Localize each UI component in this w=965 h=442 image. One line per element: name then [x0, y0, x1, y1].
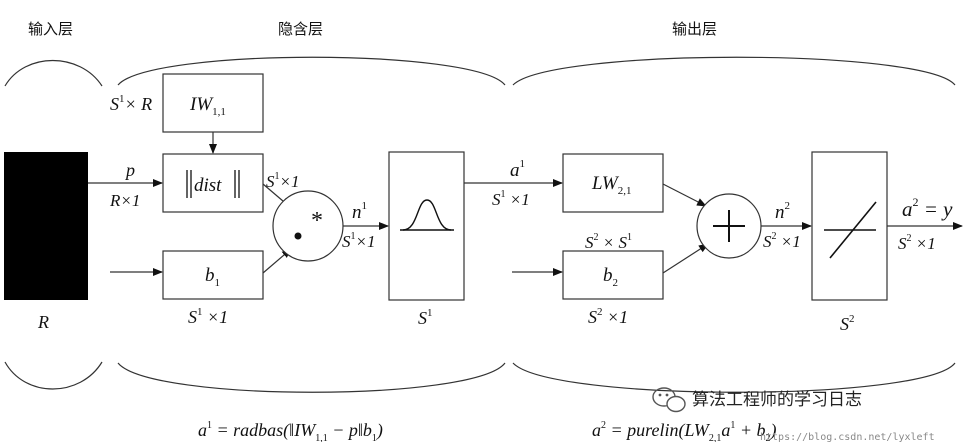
watermark-text: 算法工程师的学习日志 [692, 390, 862, 410]
hidden-formula: a1 = radbas(‖IW1,1 − p‖b1) [198, 420, 383, 442]
b1-label: b1 [205, 265, 220, 289]
output-label: a2 = y [902, 195, 953, 221]
a1-dim-label: S1 ×1 [492, 189, 530, 209]
mult-dot [294, 232, 302, 240]
wechat-icon [652, 387, 686, 413]
n1-label: n1 [352, 200, 367, 223]
input-vector-block [4, 152, 88, 300]
n2-label: n2 [775, 200, 790, 223]
radbas-transfer-box [388, 151, 465, 301]
lw-weight-box [562, 153, 664, 213]
n1-dim-label: S1×1 [342, 231, 375, 251]
output-dim-label: S2 ×1 [898, 233, 936, 253]
elementwise-multiply-node [272, 190, 344, 262]
iw-weight-box [162, 73, 264, 133]
input-brace-top [4, 59, 103, 87]
layer-braces-top [4, 56, 956, 87]
input-label: R [37, 312, 49, 332]
purelin-dim-label: S2 [840, 313, 855, 334]
mult-star: * [311, 208, 323, 234]
lw-label: LW2,1 [591, 173, 631, 197]
b1-dim-label: S1 ×1 [188, 306, 228, 327]
purelin-line-icon [829, 201, 877, 259]
output-brace-bottom [512, 362, 956, 393]
purelin-transfer-box [811, 151, 888, 301]
b1-bias-box [162, 250, 264, 300]
hidden-brace-top [117, 56, 506, 86]
lw-to-sum-arrow [662, 183, 707, 207]
p-label: p [124, 160, 135, 180]
radbas-dim-label: S1 [418, 307, 433, 328]
lw-dim-label: S2 × S1 [585, 232, 632, 252]
dist-out-dim-label: S1×1 [266, 171, 299, 191]
iw-label: IW1,1 [189, 94, 226, 118]
p-dim-label: R×1 [109, 191, 140, 210]
dist-label: dist [194, 175, 222, 196]
layer-braces-bottom [4, 361, 956, 393]
b2-to-sum-arrow [662, 243, 709, 274]
hidden-layer-title: 隐含层 [278, 20, 323, 38]
n2-dim-label: S2 ×1 [763, 231, 801, 251]
iw-dim-label: S1× R [110, 93, 152, 114]
hidden-brace-bottom [117, 362, 506, 393]
input-brace-bottom [4, 361, 103, 390]
output-layer-title: 输出层 [672, 20, 717, 38]
radbas-curve-icon [402, 199, 452, 231]
output-brace-top [512, 56, 956, 86]
watermark-url: https://blog.csdn.net/lyxleft [760, 432, 935, 442]
b2-label: b2 [603, 265, 618, 289]
input-layer-title: 输入层 [28, 20, 73, 38]
a1-label: a1 [510, 158, 525, 181]
b2-dim-label: S2 ×1 [588, 306, 628, 327]
output-formula: a2 = purelin(LW2,1a1 + b2) [592, 420, 776, 442]
b2-bias-box [562, 250, 664, 300]
dist-box [162, 153, 264, 213]
